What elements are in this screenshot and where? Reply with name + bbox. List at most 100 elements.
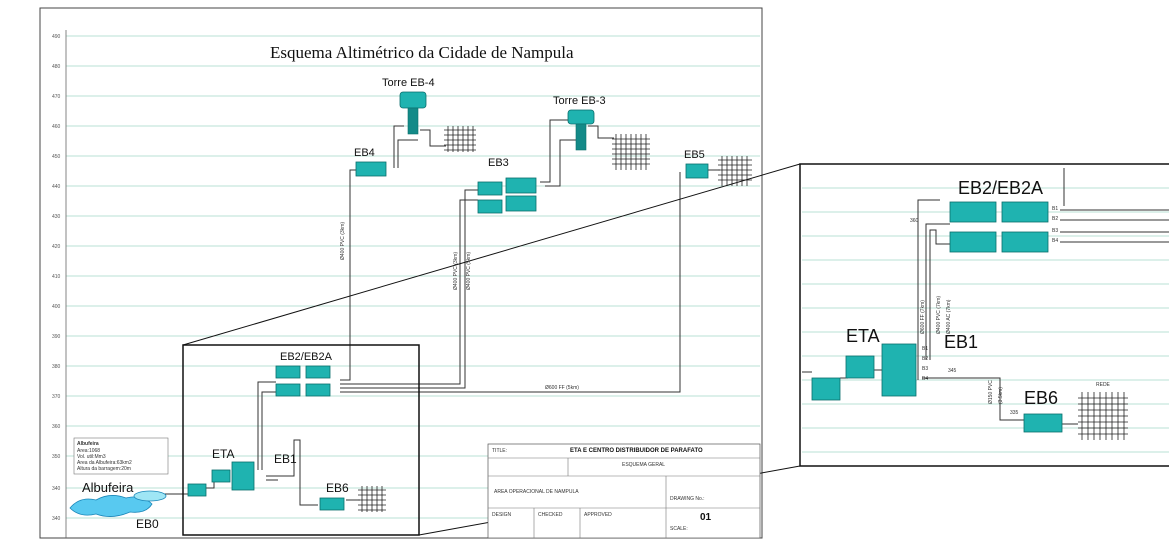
elevation-grid	[66, 35, 760, 519]
zoom-eta-out: B3	[922, 366, 928, 372]
eta-station	[187, 461, 255, 497]
tick-label: 380	[52, 364, 61, 370]
zoom-eb6-label: EB6	[1024, 388, 1058, 408]
approved-label: APPROVED	[584, 512, 612, 518]
albufeira-label: Albufeira	[82, 480, 134, 495]
eb0-label: EB0	[136, 517, 159, 531]
zoom-eta-label: ETA	[846, 326, 880, 346]
area-label: AREA OPERACIONAL DE NAMPULA	[494, 489, 579, 495]
zoom-pipe-ff: Ø600 FF (7km)	[920, 300, 926, 334]
elevation-tick-labels: 490 480 470 460 450 440 430 420 410 400 …	[52, 34, 61, 522]
pipe-label-main: Ø600 FF (5km)	[545, 385, 579, 391]
zoom-out-b1: B1	[1052, 206, 1058, 212]
zoom-source-frame	[182, 344, 420, 536]
info-title: Albufeira	[77, 441, 99, 447]
info-line: Area:1068	[77, 448, 100, 454]
pipe-label-eb3-a: Ø400 PVC (3km)	[453, 252, 459, 290]
tick-label: 420	[52, 244, 61, 250]
tick-label: 370	[52, 394, 61, 400]
title-block: TITLE: ETA E CENTRO DISTRIBUIDOR DE PARA…	[487, 443, 761, 539]
zoom-eta-tank	[881, 343, 917, 397]
zoom-eb2-tank	[1001, 231, 1049, 253]
design-label: DESIGN	[492, 512, 512, 518]
zoom-eb6-tank	[1023, 413, 1063, 433]
eb3-label: EB3	[488, 157, 509, 169]
info-line: Vol. util:Mm3	[77, 454, 106, 460]
eb5-label: EB5	[684, 149, 705, 161]
eb1-label: EB1	[274, 452, 297, 466]
zoom-pipe-pvc: Ø400 PVC (7km)	[936, 296, 942, 334]
zoom-level-360: 360	[910, 218, 919, 224]
zoom-rede-label: REDE	[1096, 382, 1111, 388]
tick-label: 390	[52, 334, 61, 340]
zoom-connector-top	[182, 163, 801, 346]
tick-label: 340	[52, 516, 61, 522]
zoom-pipe-eb6: Ø150 PVC	[988, 380, 994, 404]
zoom-eta-out: B2	[922, 356, 928, 362]
torre-eb3-label: Torre EB-3	[553, 95, 606, 107]
zoom-out-b3: B3	[1052, 228, 1058, 234]
drawing-no: 01	[700, 512, 712, 523]
diagram-title: Esquema Altimétrico da Cidade de Nampula	[270, 43, 574, 62]
torre-eb4-label: Torre EB-4	[382, 77, 435, 89]
torre-eb3-tank	[567, 109, 595, 151]
tick-label: 450	[52, 154, 61, 160]
title-label: TITLE:	[492, 448, 507, 454]
zoom-eb2-eb2a-label: EB2/EB2A	[958, 178, 1043, 198]
tick-label: 360	[52, 424, 61, 430]
eb2-eb2a-station	[275, 365, 331, 397]
info-line: Altura da barragem:20m	[77, 466, 131, 472]
zoom-eta-tank	[811, 377, 841, 401]
reservoir-water	[69, 495, 153, 517]
zoom-eb2-tank	[949, 201, 997, 223]
zoom-level-335: 335	[1010, 410, 1019, 416]
tick-label: 440	[52, 184, 61, 190]
tick-label: 340	[52, 486, 61, 492]
eta-label: ETA	[212, 447, 234, 461]
albufeira-info-box: Albufeira Area:1068 Vol. util:Mm3 Area d…	[73, 437, 169, 475]
tick-label: 400	[52, 304, 61, 310]
info-line: Area da Albufeira:63km2	[77, 460, 132, 466]
project-title: ETA E CENTRO DISTRIBUIDOR DE PARAFATO	[570, 448, 703, 454]
zoom-pipe-ac: Ø400 AC (7km)	[946, 299, 952, 334]
rede-mesh-eb6	[358, 486, 386, 512]
zoom-eb2-tank	[949, 231, 997, 253]
eb6-station	[319, 497, 345, 511]
zoom-out-b4: B4	[1052, 238, 1058, 244]
zoom-rede-mesh	[1078, 392, 1128, 440]
zoom-eb2-tank	[1001, 201, 1049, 223]
eb6-label: EB6	[326, 481, 349, 495]
zoom-level-345: 345	[948, 368, 957, 374]
checked-label: CHECKED	[538, 512, 563, 518]
tick-label: 430	[52, 214, 61, 220]
eb2-eb2a-label: EB2/EB2A	[280, 351, 333, 363]
pipe-label-eb3-b: Ø400 PVC (5km)	[466, 252, 472, 290]
scale-label: SCALE:	[670, 526, 688, 532]
tick-label: 350	[52, 454, 61, 460]
eb3-station	[477, 177, 537, 214]
torre-eb4-tank	[399, 91, 427, 135]
tick-label: 490	[52, 34, 61, 40]
tick-label: 410	[52, 274, 61, 280]
tick-label: 470	[52, 94, 61, 100]
eb4-label: EB4	[354, 147, 375, 159]
eb4-station	[355, 161, 387, 177]
pipe-network	[160, 119, 720, 506]
tick-label: 480	[52, 64, 61, 70]
zoom-eb1-label: EB1	[944, 332, 978, 352]
rede-mesh-eb4	[444, 126, 476, 152]
pipe-label-eb4: Ø400 PVC (3km)	[340, 222, 346, 260]
rede-mesh-eb3	[612, 134, 650, 170]
eb0-intake	[133, 490, 167, 502]
zoom-eta-tank	[845, 355, 875, 379]
project-subtitle: ESQUEMA GERAL	[622, 462, 665, 468]
zoom-out-b2: B2	[1052, 216, 1058, 222]
zoom-detail-panel: EB2/EB2A B1 B2 B3 B4 360 ETA B1 B2 B3 B4…	[799, 163, 1169, 467]
zoom-pipe-eb6-len: (3.5km)	[998, 387, 1004, 404]
eb5-station	[685, 163, 709, 179]
zoom-eta-out: B4	[922, 376, 928, 382]
zoom-eta-out: B1	[922, 346, 928, 352]
drawing-no-label: DRAWING No.:	[670, 496, 705, 502]
tick-label: 460	[52, 124, 61, 130]
